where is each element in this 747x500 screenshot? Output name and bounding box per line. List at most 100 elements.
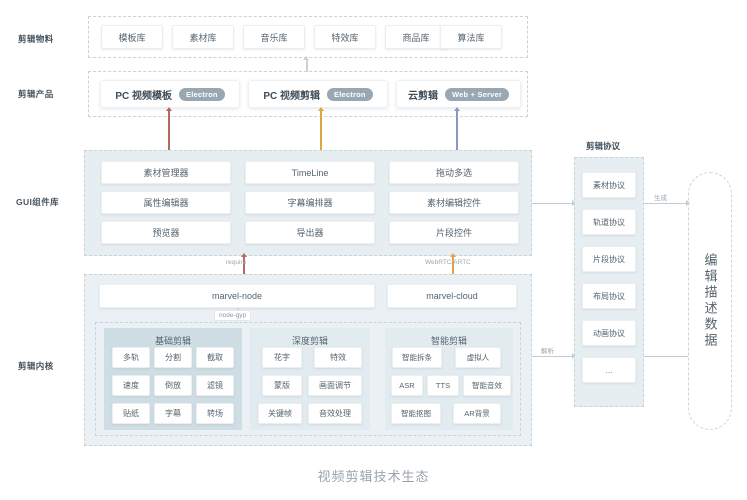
connector-protocol-to-output-top	[644, 203, 688, 204]
product-card-0-name: PC 视频模板	[115, 90, 173, 102]
material-chip-5[interactable]: 算法库	[440, 25, 502, 49]
material-chip-2[interactable]: 音乐库	[243, 25, 305, 49]
gui-chip-material-manager-label: 素材管理器	[143, 168, 189, 178]
kernel-item-deep-1-1-label: 画面调节	[319, 381, 351, 390]
protocol-chip-5[interactable]: ...	[582, 357, 636, 383]
kernel-item-basic-0-0-label: 多轨	[123, 353, 139, 362]
kernel-item-basic-0-0[interactable]: 多轨	[112, 347, 150, 368]
kernel-item-smart-0-1[interactable]: 虚拟人	[455, 347, 501, 368]
connector-materials-products-arrow	[303, 56, 309, 60]
kernel-item-basic-1-2[interactable]: 滤镜	[196, 375, 234, 396]
kernel-item-basic-2-0-label: 贴纸	[123, 409, 139, 418]
arrow-kernel-require-head	[240, 253, 247, 257]
kernel-item-smart-1-1[interactable]: TTS	[427, 375, 459, 396]
material-chip-1-label: 素材库	[189, 32, 217, 43]
material-chip-1[interactable]: 素材库	[172, 25, 234, 49]
arrow-gui-to-editor	[320, 110, 322, 150]
gui-chip-drag-multiselect[interactable]: 拖动多选	[389, 161, 519, 184]
kernel-item-deep-2-0[interactable]: 关键帧	[258, 403, 302, 424]
kernel-module-marvel-cloud[interactable]: marvel-cloud	[387, 284, 517, 308]
kernel-item-basic-1-1[interactable]: 倒放	[154, 375, 192, 396]
arrow-gui-to-template	[168, 110, 170, 150]
product-card-1-name: PC 视频剪辑	[263, 90, 321, 102]
arrow-kernel-require	[243, 256, 245, 274]
gui-chip-subtitle-editor[interactable]: 字幕编排器	[245, 191, 375, 214]
kernel-item-deep-1-1[interactable]: 画面调节	[308, 375, 362, 396]
kernel-item-deep-2-1-label: 音效处理	[319, 409, 351, 418]
connector-materials-products	[306, 58, 308, 72]
kernel-item-smart-2-1-label: AR背景	[464, 409, 490, 418]
kernel-group-deep-title: 深度剪辑	[291, 336, 328, 346]
product-card-1[interactable]: PC 视频剪辑 Electron	[248, 80, 388, 108]
protocol-chip-0-label: 素材协议	[593, 180, 625, 190]
kernel-item-smart-0-0[interactable]: 智能拆条	[392, 347, 442, 368]
gui-chip-exporter-label: 导出器	[296, 228, 324, 238]
kernel-item-smart-2-1[interactable]: AR背景	[453, 403, 501, 424]
arrow-kernel-webrtc-head	[449, 253, 456, 257]
arrow-gui-to-template-head	[165, 107, 172, 111]
kernel-item-basic-2-0[interactable]: 贴纸	[112, 403, 150, 424]
kernel-module-marvel-node[interactable]: marvel-node	[99, 284, 375, 308]
gui-chip-timeline-label: TimeLine	[291, 167, 329, 178]
kernel-item-deep-0-1[interactable]: 特效	[314, 347, 362, 368]
kernel-item-deep-0-0[interactable]: 花字	[262, 347, 302, 368]
kernel-item-deep-2-0-label: 关键帧	[268, 409, 292, 418]
kernel-item-basic-0-2-label: 截取	[207, 353, 223, 362]
kernel-item-deep-1-0-label: 蒙版	[274, 381, 290, 390]
product-card-2[interactable]: 云剪辑 Web + Server	[396, 80, 521, 108]
product-card-2-badge: Web + Server	[445, 87, 509, 101]
protocol-chip-1[interactable]: 轨道协议	[582, 209, 636, 235]
protocol-chip-2[interactable]: 片段协议	[582, 246, 636, 272]
material-chip-0[interactable]: 模板库	[101, 25, 163, 49]
gui-chip-clip-control[interactable]: 片段控件	[389, 221, 519, 244]
product-card-2-name: 云剪辑	[408, 90, 438, 102]
kernel-item-basic-1-0[interactable]: 速度	[112, 375, 150, 396]
row-label-gui: GUI组件库	[16, 197, 60, 207]
material-chip-3[interactable]: 特效库	[314, 25, 376, 49]
kernel-item-smart-1-0[interactable]: ASR	[391, 375, 423, 396]
kernel-item-basic-2-2[interactable]: 转场	[196, 403, 234, 424]
connector-label-webrtc: WebRTC/ARTC	[425, 259, 471, 266]
arrow-gui-to-editor-head	[317, 107, 324, 111]
kernel-item-smart-0-0-label: 智能拆条	[402, 353, 432, 362]
protocol-title: 剪辑协议	[586, 141, 621, 151]
protocol-chip-0[interactable]: 素材协议	[582, 172, 636, 198]
gui-chip-drag-multiselect-label: 拖动多选	[435, 168, 472, 178]
kernel-item-smart-1-2[interactable]: 智能音效	[463, 375, 511, 396]
arrow-kernel-webrtc	[452, 256, 454, 274]
kernel-item-deep-1-0[interactable]: 蒙版	[262, 375, 302, 396]
protocol-chip-3[interactable]: 布局协议	[582, 283, 636, 309]
connector-label-generate: 生成	[654, 195, 667, 202]
kernel-item-basic-0-1[interactable]: 分割	[154, 347, 192, 368]
kernel-item-basic-0-2[interactable]: 截取	[196, 347, 234, 368]
gui-chip-previewer[interactable]: 预览器	[101, 221, 231, 244]
gui-chip-property-editor[interactable]: 属性编辑器	[101, 191, 231, 214]
protocol-chip-5-label: ...	[605, 365, 613, 375]
material-chip-0-label: 模板库	[118, 32, 146, 43]
diagram-caption: 视频剪辑技术生态	[317, 469, 430, 484]
protocol-chip-4-label: 动画协议	[593, 328, 625, 338]
gui-chip-timeline[interactable]: TimeLine	[245, 161, 375, 184]
kernel-item-deep-0-1-label: 特效	[330, 353, 346, 362]
connector-protocol-to-output-bottom	[644, 356, 688, 357]
gui-chip-subtitle-editor-label: 字幕编排器	[287, 198, 333, 208]
row-label-products: 剪辑产品	[18, 89, 54, 99]
kernel-item-deep-2-1[interactable]: 音效处理	[308, 403, 362, 424]
gui-chip-property-editor-label: 属性编辑器	[143, 198, 189, 208]
material-chip-3-label: 特效库	[331, 32, 359, 43]
product-card-0[interactable]: PC 视频模板 Electron	[100, 80, 240, 108]
kernel-item-smart-2-0[interactable]: 智能抠图	[391, 403, 441, 424]
gui-chip-material-manager[interactable]: 素材管理器	[101, 161, 231, 184]
gui-chip-material-edit-control-label: 素材编辑控件	[426, 198, 481, 208]
protocol-chip-1-label: 轨道协议	[593, 217, 625, 227]
kernel-item-smart-0-1-label: 虚拟人	[466, 353, 490, 362]
gui-chip-clip-control-label: 片段控件	[435, 228, 472, 238]
kernel-item-basic-0-1-label: 分割	[165, 353, 181, 362]
protocol-chip-4[interactable]: 动画协议	[582, 320, 636, 346]
material-chip-4[interactable]: 商品库	[385, 25, 447, 49]
gui-chip-material-edit-control[interactable]: 素材编辑控件	[389, 191, 519, 214]
kernel-item-basic-2-1[interactable]: 字幕	[154, 403, 192, 424]
kernel-item-smart-1-2-label: 智能音效	[472, 381, 502, 390]
gui-chip-exporter[interactable]: 导出器	[245, 221, 375, 244]
kernel-item-basic-1-1-label: 倒放	[165, 381, 181, 390]
